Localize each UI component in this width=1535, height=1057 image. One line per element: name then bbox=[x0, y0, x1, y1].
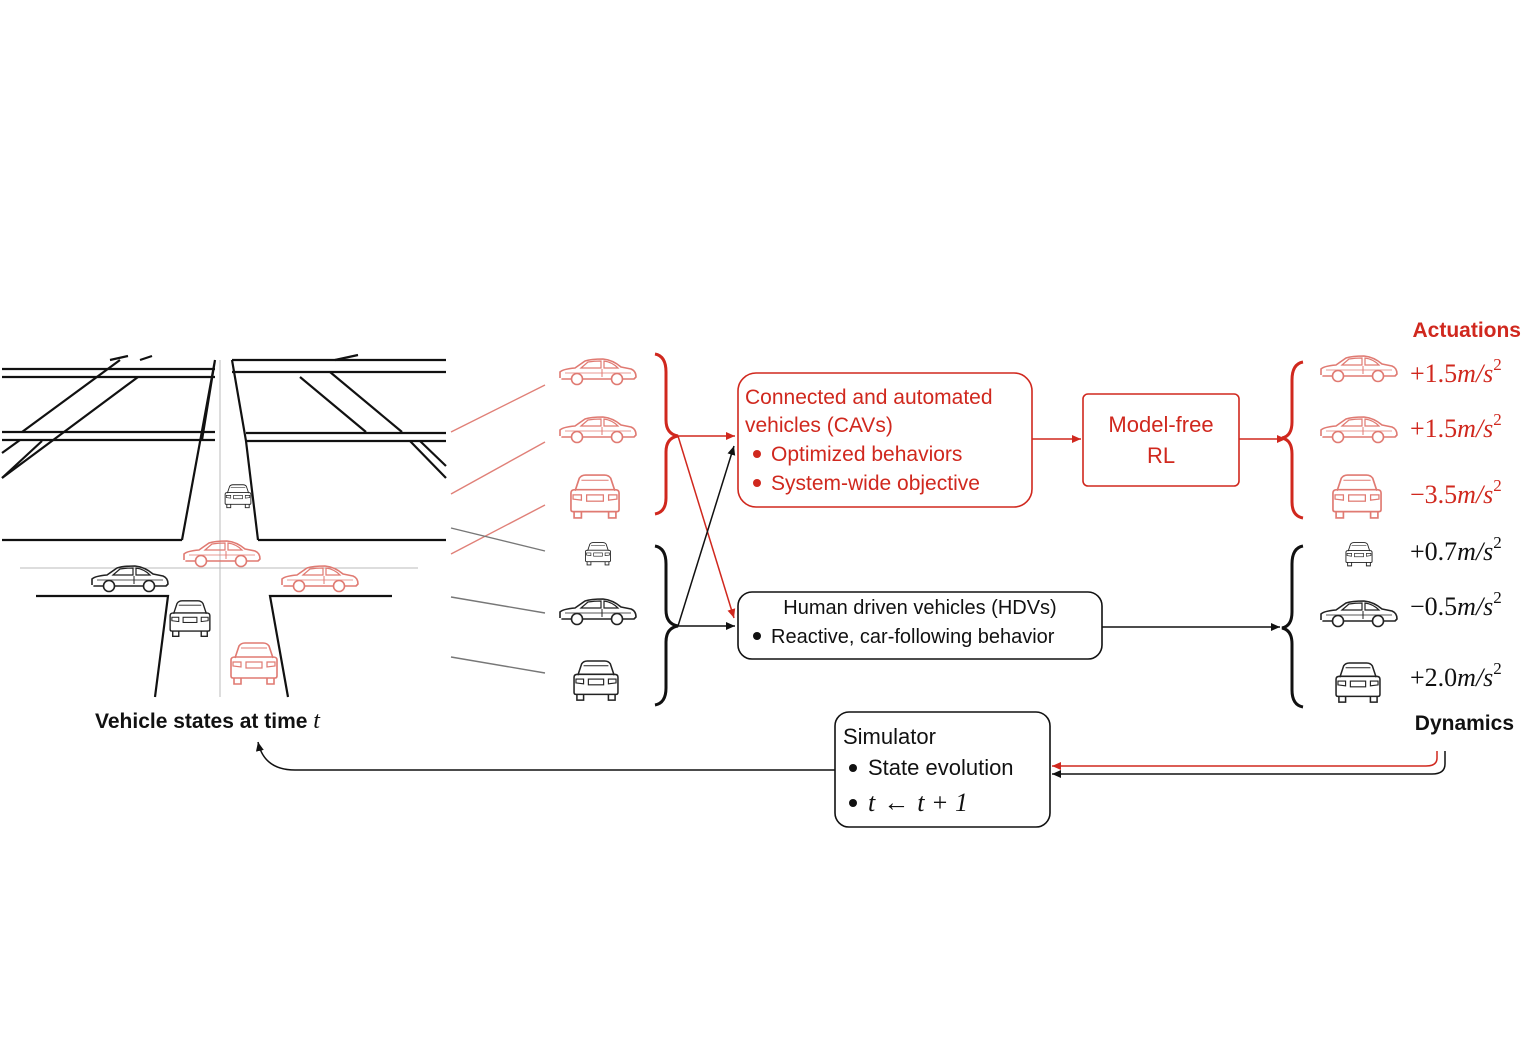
car-rear-icon bbox=[1335, 662, 1381, 703]
rl-line1: Model-free bbox=[1108, 412, 1213, 437]
road-edge bbox=[2, 538, 182, 542]
road-edge bbox=[180, 359, 217, 541]
road-edge bbox=[230, 359, 260, 541]
car-rear-small-icon bbox=[585, 542, 611, 566]
car-side-icon bbox=[1320, 600, 1398, 628]
vehicle-states-caption: Vehicle states at time t bbox=[95, 708, 321, 734]
actuation-vehicles bbox=[1320, 355, 1398, 703]
car-side-icon bbox=[183, 540, 261, 568]
car-rear-small-icon bbox=[1345, 542, 1373, 567]
hdv-box-frame bbox=[737, 591, 1103, 660]
car-side-icon bbox=[559, 358, 637, 386]
feedback-arrow-black bbox=[1052, 751, 1446, 778]
hdv-bullet-1: Reactive, car-following behavior bbox=[771, 626, 1055, 648]
bullet-dot bbox=[753, 450, 761, 458]
dynamics-value-3: +2.0m/s2 bbox=[1410, 659, 1502, 692]
vehicle-links bbox=[450, 384, 546, 674]
dynamics-title: Dynamics bbox=[1415, 712, 1514, 735]
road-vehicles bbox=[91, 484, 359, 685]
dynamics-value-1: +0.7m/s2 bbox=[1410, 533, 1502, 566]
car-side-icon bbox=[1320, 355, 1398, 383]
road-edge bbox=[1, 440, 43, 479]
bullet-dot bbox=[753, 632, 761, 640]
link-line bbox=[450, 441, 546, 495]
car-rear-icon bbox=[169, 600, 211, 637]
arrow-simulator-to-states bbox=[255, 741, 835, 771]
road-edge bbox=[36, 594, 170, 698]
cav-bullet-1: Optimized behaviors bbox=[771, 443, 962, 466]
cav-title-line2: vehicles (CAVs) bbox=[745, 414, 893, 437]
dynamics-value-2: −0.5m/s2 bbox=[1410, 588, 1502, 621]
car-side-icon bbox=[1320, 416, 1398, 444]
hdv-box: Human driven vehicles (HDVs) Reactive, c… bbox=[737, 591, 1103, 660]
actuations-brace bbox=[1281, 360, 1304, 520]
actuations-title: Actuations bbox=[1412, 319, 1521, 342]
hdv-dynamics-values: +0.7m/s2 −0.5m/s2 +2.0m/s2 bbox=[1410, 533, 1502, 692]
road-edge bbox=[2, 430, 215, 442]
cav-brace bbox=[654, 352, 679, 516]
link-line bbox=[450, 384, 546, 433]
arrow-cav-to-hdv bbox=[677, 435, 736, 619]
link-line bbox=[450, 504, 546, 555]
simulator-title: Simulator bbox=[843, 724, 936, 749]
road-edge bbox=[246, 431, 446, 443]
dynamics-brace bbox=[1281, 544, 1304, 709]
hdv-brace bbox=[654, 544, 679, 707]
link-line bbox=[450, 656, 546, 674]
road-edge bbox=[2, 367, 215, 379]
car-side-icon bbox=[559, 598, 637, 626]
rl-box: Model-free RL bbox=[1082, 393, 1240, 487]
cav-box: Connected and automated vehicles (CAVs) … bbox=[737, 372, 1033, 508]
road-edge bbox=[232, 358, 446, 374]
road-edge bbox=[299, 371, 403, 433]
car-rear-icon bbox=[570, 474, 620, 519]
bullet-dot bbox=[753, 479, 761, 487]
hdv-title: Human driven vehicles (HDVs) bbox=[783, 597, 1056, 619]
bullet-dot bbox=[849, 764, 857, 772]
road-edge bbox=[268, 594, 392, 698]
road-edge bbox=[334, 353, 359, 362]
cav-box-frame bbox=[737, 372, 1033, 508]
simulator-bullet-2: t←t + 1 bbox=[868, 788, 968, 817]
cav-actuation-values: +1.5m/s2 +1.5m/s2 −3.5m/s2 bbox=[1410, 355, 1502, 509]
actuation-value-1: +1.5m/s2 bbox=[1410, 355, 1502, 388]
simulator-bullet-1: State evolution bbox=[868, 755, 1014, 780]
car-side-icon bbox=[91, 565, 169, 593]
road-network bbox=[1, 353, 447, 698]
vehicle-list bbox=[559, 358, 637, 701]
cav-title-line1: Connected and automated bbox=[745, 386, 993, 409]
simulator-box: Simulator State evolution t←t + 1 bbox=[834, 711, 1051, 828]
actuation-value-2: +1.5m/s2 bbox=[1410, 410, 1502, 443]
rl-box-frame bbox=[1082, 393, 1240, 487]
arrow-hdv-to-cav bbox=[677, 445, 736, 627]
road-edge bbox=[21, 354, 139, 433]
rl-line2: RL bbox=[1147, 443, 1175, 468]
car-rear-icon bbox=[230, 642, 278, 685]
link-line bbox=[450, 527, 546, 552]
car-rear-icon bbox=[224, 484, 252, 509]
road-edge bbox=[409, 440, 447, 479]
car-side-icon bbox=[281, 565, 359, 593]
link-line bbox=[450, 596, 546, 614]
car-rear-icon bbox=[1332, 474, 1382, 519]
bullet-dot bbox=[849, 799, 857, 807]
road-edge bbox=[139, 354, 153, 362]
feedback-arrow-red bbox=[1052, 751, 1438, 770]
actuation-value-3: −3.5m/s2 bbox=[1410, 476, 1502, 509]
cav-bullet-2: System-wide objective bbox=[771, 472, 980, 495]
car-rear-icon bbox=[573, 660, 619, 701]
car-side-icon bbox=[559, 416, 637, 444]
